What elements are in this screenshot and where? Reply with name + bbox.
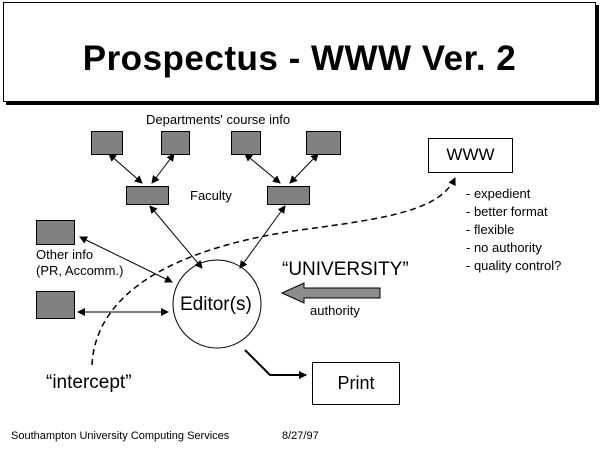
other-info-box-2 (36, 291, 75, 319)
title-panel: Prospectus - WWW Ver. 2 (3, 2, 596, 102)
faculty-label: Faculty (190, 188, 232, 203)
otherinfo-editor-connector (79, 236, 173, 283)
dept3-faculty2-connector (244, 153, 281, 184)
department-box-3 (231, 131, 261, 155)
footer-date: 8/27/97 (282, 430, 319, 442)
www-note-item: - no authority (466, 240, 542, 255)
faculty-box-1 (126, 186, 169, 205)
www-notes-list: - expedient - better format - flexible -… (466, 185, 561, 275)
www-note-item: - flexible (466, 222, 515, 237)
faculty1-editor-connector (149, 205, 203, 269)
www-note-item: - quality control? (466, 258, 562, 273)
university-label: “UNIVERSITY” (282, 259, 409, 280)
editor-circle (172, 259, 262, 349)
authority-arrow (280, 282, 381, 304)
www-note-item: - better format (466, 204, 548, 219)
www-note-item: - expedient (466, 186, 531, 201)
department-box-4 (306, 131, 341, 155)
dept4-faculty2-connector (289, 153, 319, 184)
print-box: Print (312, 362, 400, 405)
other-info-box-1 (36, 220, 75, 245)
intercept-dashed-curve (91, 177, 456, 366)
authority-label: authority (310, 303, 360, 318)
www-box: WWW (428, 138, 513, 173)
faculty-box-2 (267, 186, 310, 205)
other-info-label-1: Other info (36, 247, 94, 262)
dept2-faculty1-connector (151, 153, 175, 184)
editor-label: Editor(s) (180, 294, 252, 315)
footer-organization: Southampton University Computing Service… (11, 430, 230, 442)
departments-label: Departments' course info (146, 112, 291, 127)
print-label: Print (337, 373, 375, 393)
other-info-label-2: (PR, Accomm.) (36, 263, 124, 278)
www-label: WWW (446, 145, 495, 164)
department-box-2 (161, 131, 190, 155)
intercept-label: “intercept” (46, 372, 132, 393)
department-box-1 (91, 131, 123, 155)
editor-print-connector (244, 349, 307, 379)
slide-title: Prospectus - WWW Ver. 2 (82, 39, 517, 78)
dept1-faculty1-connector (108, 153, 143, 184)
